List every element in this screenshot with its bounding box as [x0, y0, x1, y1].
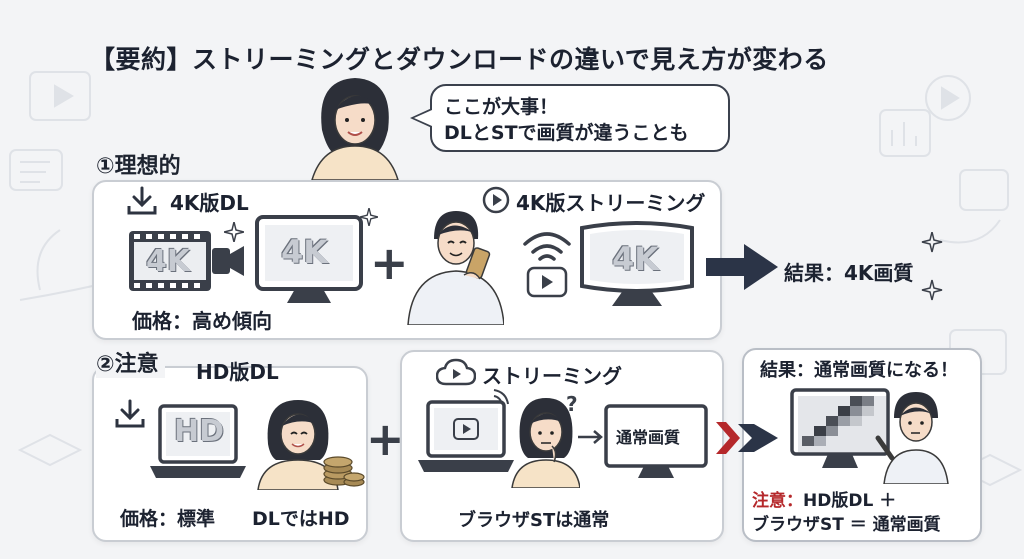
- wifi-icon: [523, 232, 571, 298]
- caution-price: 価格：標準: [120, 508, 216, 530]
- caution-note-prefix: 注意：: [752, 491, 803, 511]
- result-arrow-icon: [716, 422, 778, 454]
- ideal-heading: ①理想的: [96, 154, 181, 179]
- presenter-woman-illustration: [311, 78, 399, 180]
- monitor-normal-quality: 通常画質: [604, 404, 708, 482]
- bubble-line-2: DLとSTで画質が違うことも: [444, 122, 689, 144]
- tv-4k: 4K: [255, 215, 363, 307]
- film-strip-4k: 4K: [128, 230, 246, 292]
- plus-icon: +: [366, 412, 405, 466]
- signal-icon: [493, 389, 509, 405]
- caution-dl-note: DLではHD: [252, 508, 350, 530]
- cloud-play-icon: [436, 358, 476, 386]
- plus-icon: +: [370, 236, 409, 290]
- speech-bubble: ここが大事！ DLとSTで画質が違うことも: [430, 84, 730, 152]
- pixelated-monitor-illustration: [790, 388, 890, 468]
- thinking-woman-illustration: [511, 398, 580, 488]
- download-icon: [127, 186, 157, 215]
- sparkle-icon: [224, 222, 244, 242]
- caution-note-line2: ブラウザST ＝ 通常画質: [752, 515, 941, 535]
- man-pointing-illustration: [875, 392, 949, 484]
- ideal-dl-label: 4K版DL: [170, 191, 249, 215]
- man-with-phone-illustration: [407, 211, 504, 325]
- arrow-right-icon: [578, 430, 603, 444]
- curved-tv-4k-text: 4K: [612, 240, 660, 278]
- tv-4k-text: 4K: [281, 233, 329, 271]
- question-mark: ?: [566, 392, 578, 416]
- play-circle-icon: [482, 186, 510, 214]
- ideal-price: 価格：高め傾向: [132, 309, 272, 333]
- caution-dl-label: HD版DL: [196, 360, 279, 384]
- laptop-hd: HD: [148, 404, 248, 482]
- caution-result-title: 結果：通常画質になる！: [760, 360, 958, 381]
- monitor-text: 通常画質: [616, 428, 681, 447]
- woman-with-coins-illustration: [257, 400, 365, 490]
- film-4k-text: 4K: [146, 244, 191, 279]
- laptop-hd-text: HD: [174, 414, 225, 449]
- caution-heading: ②注意: [96, 346, 165, 378]
- page-title: 【要約】ストリーミングとダウンロードの違いで見え方が変わる: [90, 45, 829, 74]
- caution-note-line1: 注意：HD版DL ＋: [752, 486, 896, 511]
- caution-st-label: ストリーミング: [482, 364, 622, 388]
- result-arrow-icon: [706, 244, 778, 290]
- bubble-tail-inner: [414, 110, 432, 126]
- caution-note-text1: HD版DL ＋: [803, 491, 897, 511]
- bubble-line-1: ここが大事！: [444, 96, 559, 118]
- curved-tv-4k: 4K: [578, 220, 696, 312]
- ideal-st-label: 4K版ストリーミング: [516, 191, 706, 215]
- ideal-result: 結果：4K画質: [784, 261, 914, 285]
- sparkle-icon: [921, 232, 943, 301]
- caution-st-note: ブラウザSTは通常: [458, 510, 610, 531]
- laptop-play-illustration: [418, 400, 514, 472]
- sparkle-icon: [360, 208, 378, 226]
- download-icon: [115, 399, 145, 428]
